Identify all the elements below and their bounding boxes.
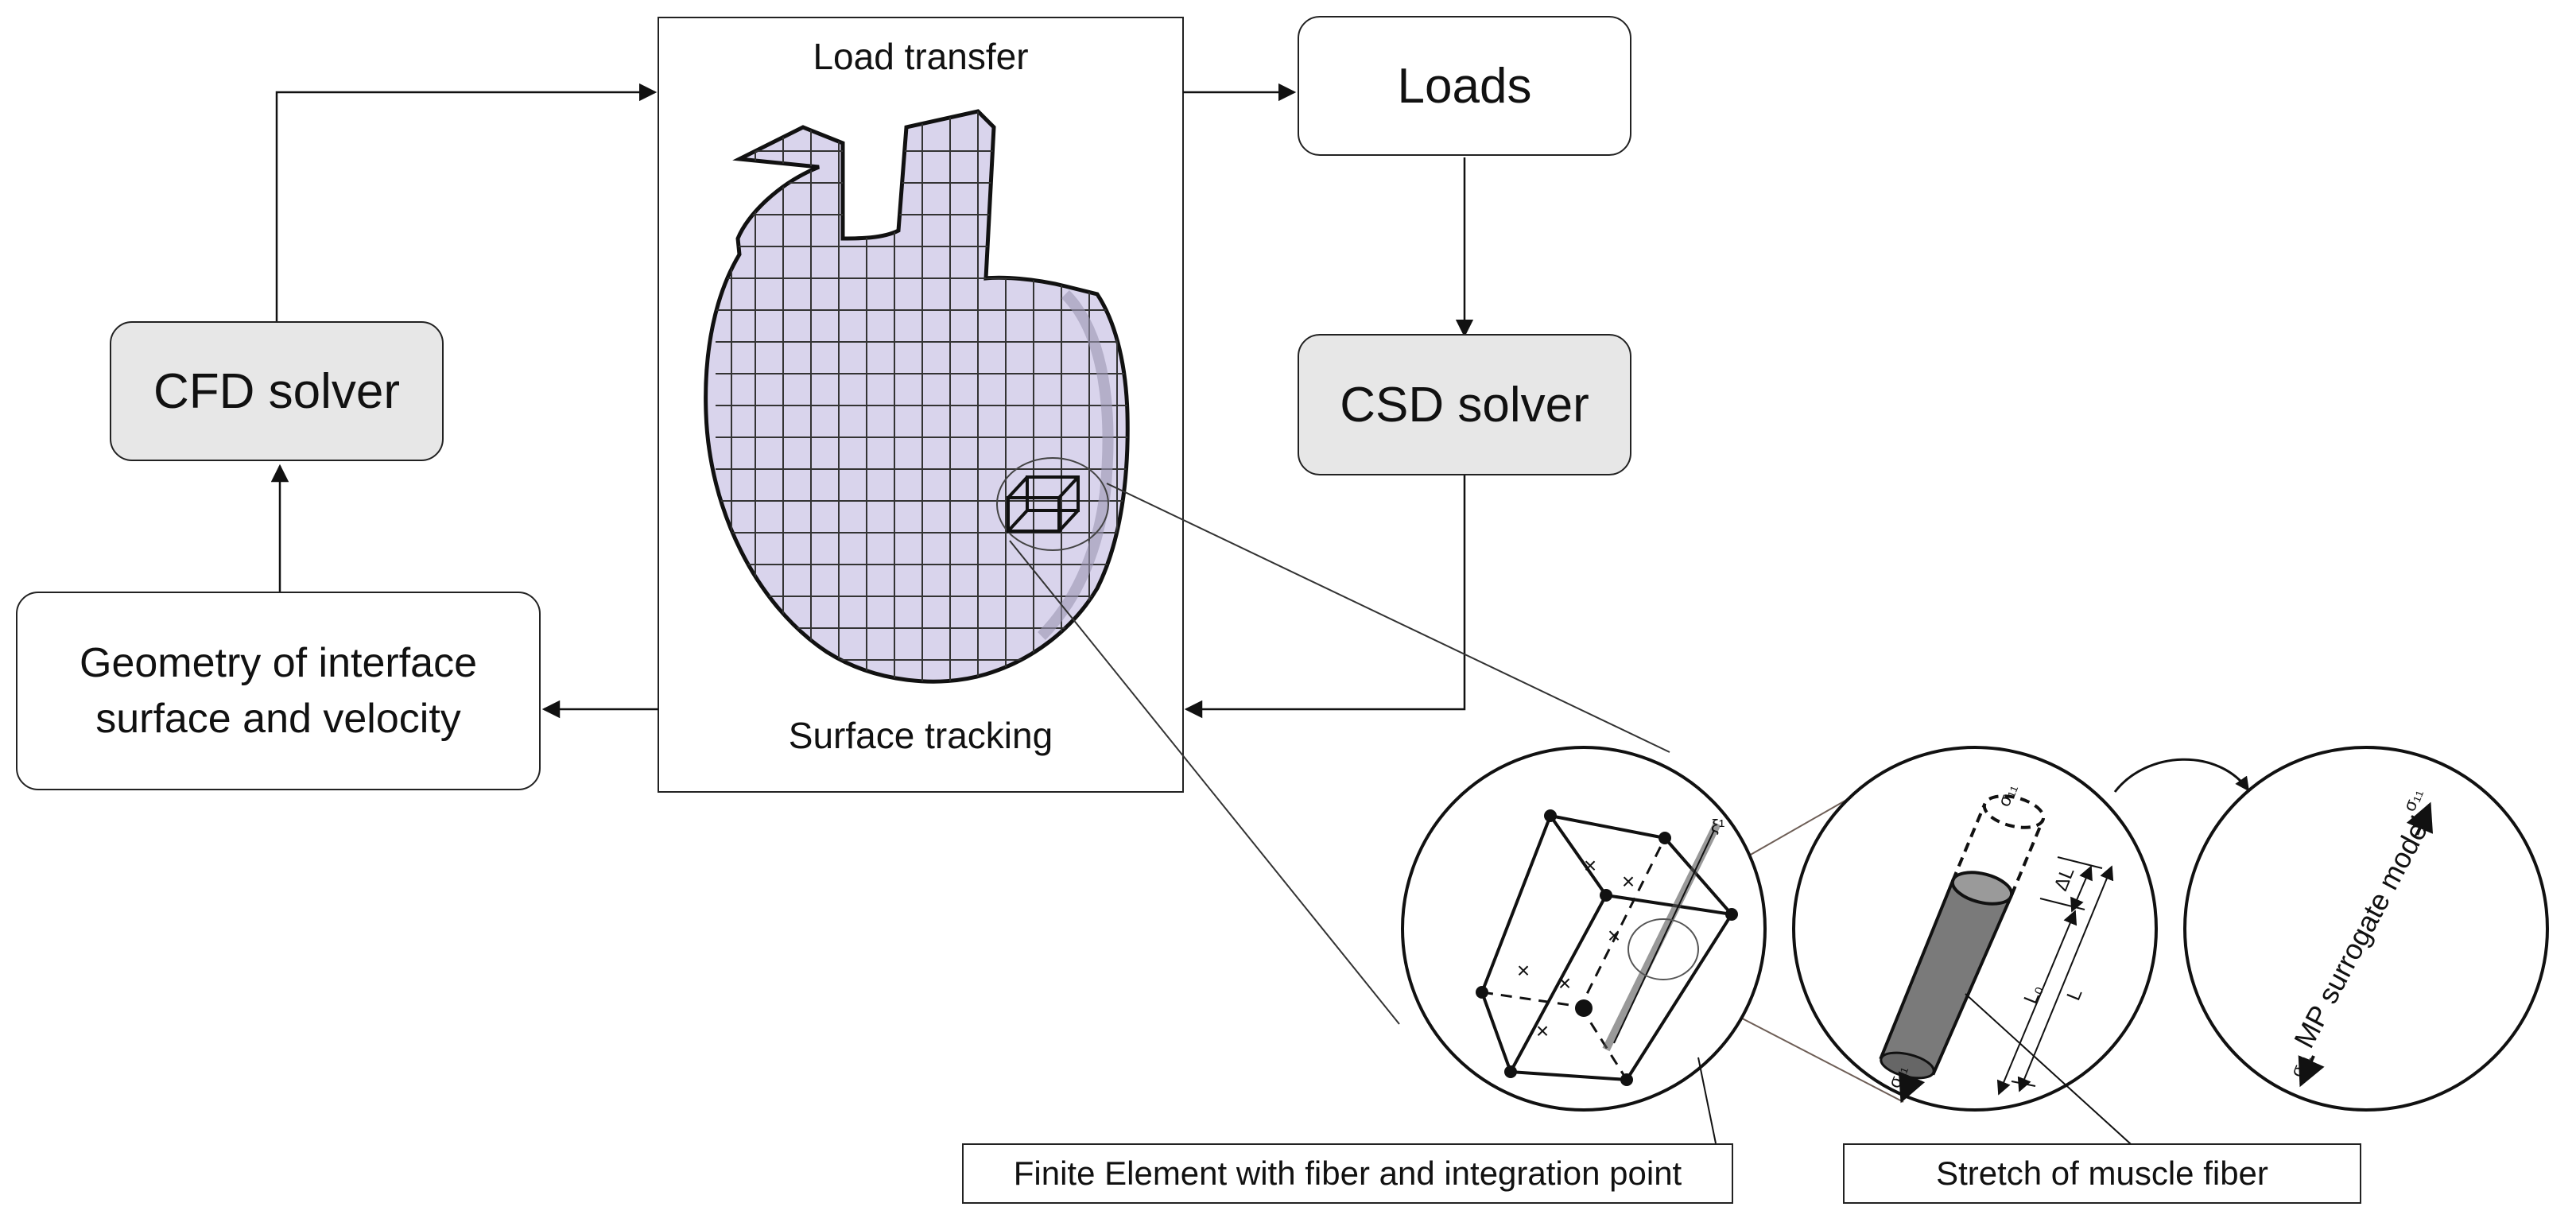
finite-element-circle: × × × × × × ξ¹	[1401, 746, 1767, 1112]
svg-text:×: ×	[1584, 853, 1596, 878]
svg-text:×: ×	[1558, 971, 1571, 995]
arrow-csd-to-frame	[1184, 475, 1466, 719]
finite-element-caption: Finite Element with fiber and integratio…	[962, 1143, 1733, 1204]
loads-box: Loads	[1298, 16, 1631, 156]
surface-tracking-label: Surface tracking	[788, 715, 1053, 756]
geometry-box: Geometry of interface surface and veloci…	[16, 592, 541, 790]
csd-solver-box: CSD solver	[1298, 334, 1631, 475]
heart-mesh	[704, 109, 1130, 684]
svg-text:×: ×	[1608, 923, 1620, 948]
arrow-cfd-to-frame	[275, 83, 658, 321]
load-transfer-label: Load transfer	[813, 36, 1029, 77]
cfd-solver-label: CFD solver	[153, 363, 401, 419]
muscle-fiber-cylinder	[1879, 871, 2014, 1080]
geometry-label: Geometry of interface surface and veloci…	[80, 640, 477, 742]
muscle-fiber-circle: ΔL L₀ L σ₁₁ σ₁₁	[1792, 746, 2158, 1152]
finite-element-caption-text: Finite Element with fiber and integratio…	[1013, 1154, 1682, 1192]
stretch-caption: Stretch of muscle fiber	[1843, 1143, 2361, 1204]
svg-text:×: ×	[1536, 1019, 1549, 1043]
svg-text:×: ×	[1622, 869, 1635, 894]
surrogate-circle: MP surrogate model σ₁₁ σ₁₁	[2183, 746, 2549, 1112]
stretch-caption-text: Stretch of muscle fiber	[1936, 1154, 2268, 1192]
surrogate-arrow	[2113, 758, 2250, 793]
loads-label: Loads	[1397, 58, 1532, 114]
svg-text:×: ×	[1517, 958, 1530, 983]
element-highlight-circle	[996, 457, 1109, 551]
cfd-solver-box: CFD solver	[110, 321, 444, 461]
hex-element-icon	[1007, 475, 1080, 533]
csd-solver-label: CSD solver	[1340, 377, 1589, 433]
flow-arrows	[270, 83, 1474, 719]
xi-label: ξ¹	[1711, 816, 1724, 836]
